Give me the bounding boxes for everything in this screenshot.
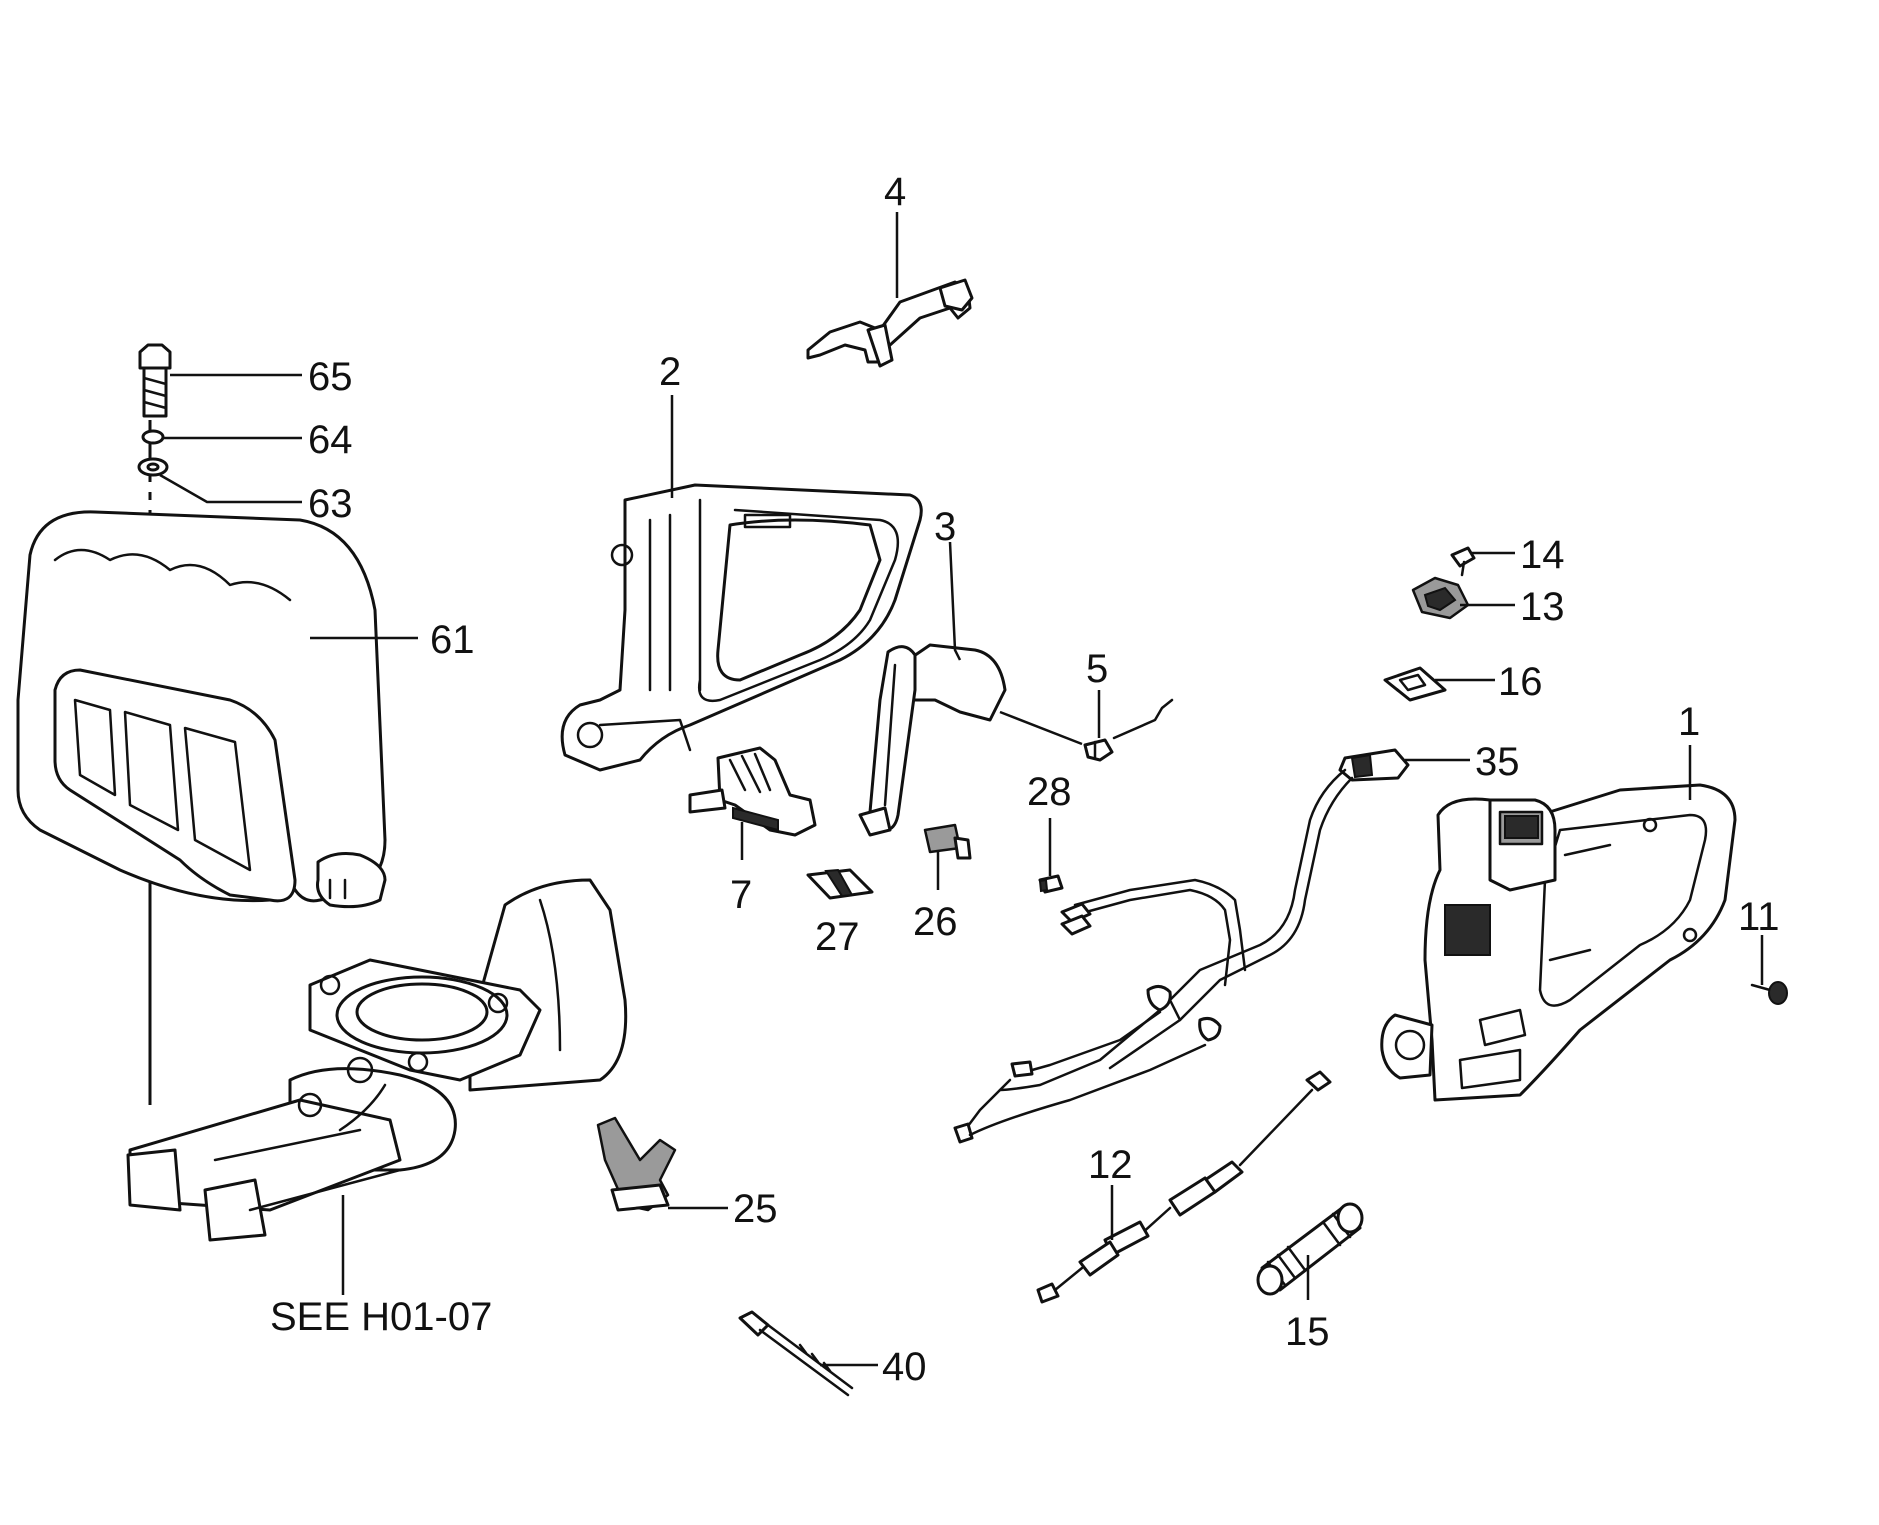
leader-3 xyxy=(948,541,962,661)
callout-7: 7 xyxy=(730,873,752,917)
callout-4: 4 xyxy=(884,170,906,214)
callout-1: 1 xyxy=(1678,700,1700,744)
callout-16: 16 xyxy=(1498,660,1543,704)
callout-13: 13 xyxy=(1520,585,1565,629)
switch-link-4 xyxy=(806,278,974,368)
lock-washer-64 xyxy=(141,429,165,445)
callout-12: 12 xyxy=(1088,1143,1133,1187)
callout-15: 15 xyxy=(1285,1310,1330,1354)
see-h01-07-label: SEE H01-07 xyxy=(270,1295,492,1339)
callout-25: 25 xyxy=(733,1187,778,1231)
pad-27 xyxy=(806,868,874,900)
callout-5: 5 xyxy=(1086,647,1108,691)
bolt-65 xyxy=(138,343,172,418)
callout-3: 3 xyxy=(934,505,956,549)
housing-left-2 xyxy=(560,483,923,772)
callout-11: 11 xyxy=(1738,895,1780,939)
resistor-lead-12 xyxy=(1036,1070,1332,1304)
cable-tie-40 xyxy=(738,1310,854,1397)
callout-26: 26 xyxy=(913,900,958,944)
callout-61: 61 xyxy=(430,618,475,662)
screw-11 xyxy=(1750,981,1788,1005)
lock-button-13 xyxy=(1411,576,1470,620)
switch-7 xyxy=(688,746,817,837)
callout-63: 63 xyxy=(308,482,353,526)
screw-28 xyxy=(1038,874,1064,894)
callout-65: 65 xyxy=(308,355,353,399)
leader-5b xyxy=(999,710,1083,746)
callout-40: 40 xyxy=(882,1345,927,1389)
callout-28: 28 xyxy=(1027,770,1072,814)
leader-63 xyxy=(159,473,302,504)
front-handle-61 xyxy=(16,510,387,909)
housing-right-1 xyxy=(1380,783,1737,1102)
callout-35: 35 xyxy=(1475,740,1520,784)
callout-27: 27 xyxy=(815,915,860,959)
clip-26 xyxy=(923,823,972,860)
callout-64: 64 xyxy=(308,418,353,462)
gear-housing-assembly xyxy=(126,878,628,1242)
screw-5 xyxy=(1083,698,1174,762)
trigger-lever-3 xyxy=(858,643,1007,837)
spring-15 xyxy=(1256,1202,1364,1296)
callout-2: 2 xyxy=(659,350,681,394)
wire-harness-35 xyxy=(953,748,1410,1144)
screw-14 xyxy=(1450,546,1476,577)
callout-14: 14 xyxy=(1520,533,1565,577)
bracket-25 xyxy=(596,1116,677,1212)
flat-washer-63 xyxy=(137,457,169,477)
pad-16 xyxy=(1383,666,1447,702)
